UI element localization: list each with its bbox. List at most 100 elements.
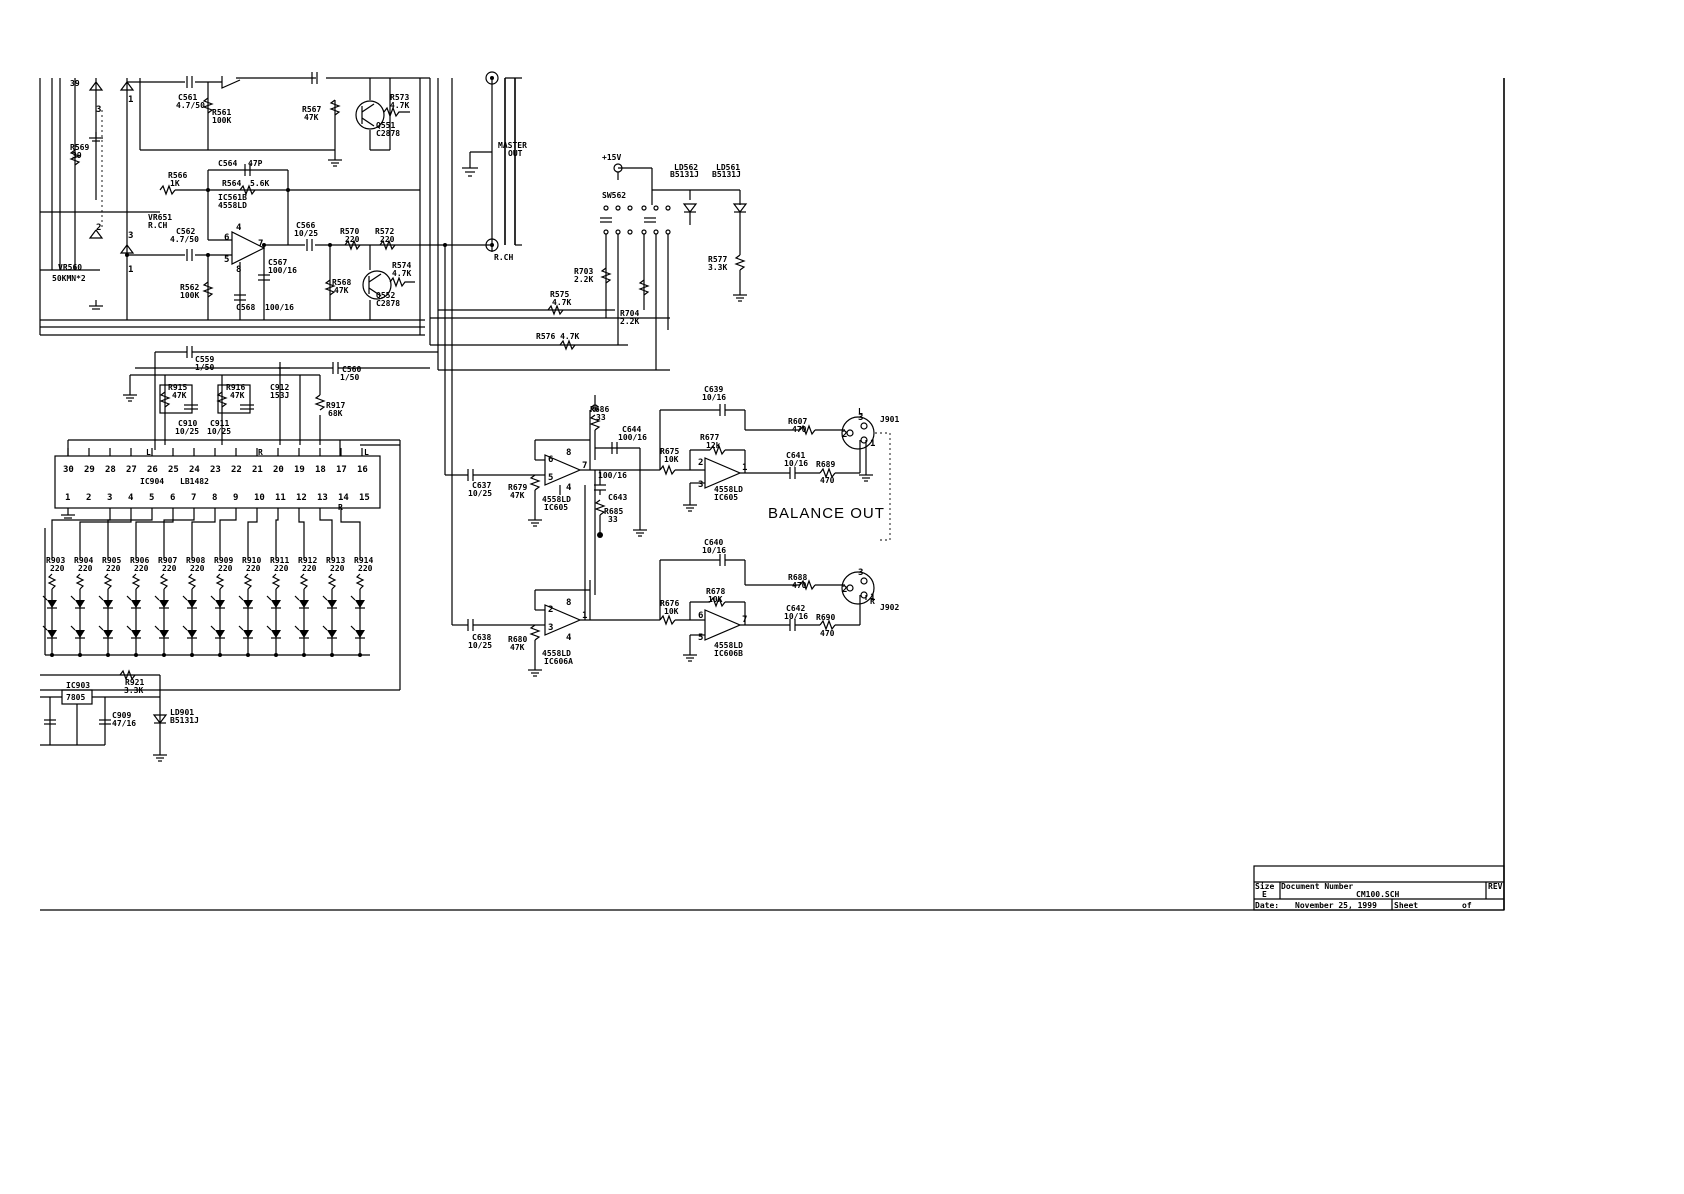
- label-r679: R679: [508, 483, 527, 492]
- ic904-top-pin: 21: [252, 465, 263, 475]
- led-resistor-value: 220: [190, 564, 205, 573]
- ic606a-pin8: 8: [566, 598, 571, 608]
- led-resistor-value: 220: [106, 564, 121, 573]
- label-r574: R574: [392, 261, 411, 270]
- j902-pin1: 1: [870, 593, 875, 603]
- label-rch-out: R.CH: [494, 253, 513, 262]
- label-r678-v: 10K: [708, 595, 723, 604]
- label-r567: R567: [302, 105, 321, 114]
- led-resistor-value: 220: [330, 564, 345, 573]
- label-c560: C560: [342, 365, 361, 374]
- led-resistor-name: R911: [270, 556, 289, 565]
- doc-number-label: Document Number: [1281, 882, 1353, 891]
- ic606a-pin4: 4: [566, 633, 572, 643]
- led-ray: [154, 595, 160, 601]
- led-ray: [266, 595, 272, 601]
- j901-pin1: 1: [870, 439, 875, 449]
- led-feed-wire: [298, 508, 305, 560]
- led-feed-wire: [275, 508, 279, 560]
- label-r562: R562: [180, 283, 199, 292]
- ic606a-opamp: [544, 604, 582, 636]
- label-r572-v: 220: [380, 235, 395, 244]
- led-ray: [70, 595, 76, 601]
- led-feed-wire: [191, 508, 216, 560]
- label-c568: C568: [236, 303, 255, 312]
- ic904-bottom-pin: 2: [86, 493, 91, 503]
- led-ray: [98, 625, 104, 631]
- ic904-bottom-pin: 14: [338, 493, 349, 503]
- led-ray: [322, 595, 328, 601]
- led-ray: [70, 625, 76, 631]
- led-diode: [159, 600, 169, 608]
- label-r561-v: 100K: [212, 116, 231, 125]
- led-feed-wire: [135, 508, 174, 560]
- label-c564-v: 47P: [248, 159, 263, 168]
- ic561b-pin8: 8: [236, 265, 241, 275]
- label-c643: C643: [608, 493, 627, 502]
- label-j902: J902: [880, 603, 899, 612]
- label-r678: R678: [706, 587, 725, 596]
- label-r679-v: 47K: [510, 491, 525, 500]
- ic904-bottom-pin: 15: [359, 493, 370, 503]
- label-c559: C559: [195, 355, 214, 364]
- label-master: MASTER: [498, 141, 527, 150]
- size-label: Size: [1255, 881, 1274, 891]
- label-r568-v: 47K: [334, 286, 349, 295]
- label-r575-v: 4.7K: [552, 298, 571, 307]
- label-r677-v: 12k: [706, 441, 721, 450]
- label-r566-v: 1K: [170, 179, 180, 188]
- ic605a-pin4: 4: [566, 483, 572, 493]
- j902-pin3: 3: [858, 568, 863, 578]
- vr-pin3a: 3: [96, 105, 101, 115]
- label-c911: C911: [210, 419, 229, 428]
- label-r689: R689: [816, 460, 835, 469]
- label-vr651-v: R.CH: [148, 221, 167, 230]
- led-resistor-value: 220: [302, 564, 317, 573]
- label-c910: C910: [178, 419, 197, 428]
- led-diode: [103, 630, 113, 638]
- label-c567-v: 100/16: [268, 266, 297, 275]
- label-r564-v: 5.6K: [250, 179, 269, 188]
- vr-pin1a: 1: [128, 95, 133, 105]
- label-c638: C638: [472, 633, 491, 642]
- led-diode: [187, 600, 197, 608]
- label-ic904-r2: R: [338, 503, 343, 512]
- led-diode: [47, 600, 57, 608]
- led-diode: [355, 630, 365, 638]
- label-c567: C567: [268, 258, 287, 267]
- ic606a-pin3: 3: [548, 623, 553, 633]
- ic606a-pin2: 2: [548, 605, 553, 615]
- led-resistor-value: 220: [50, 564, 65, 573]
- ic904-top-pin: 20: [273, 465, 284, 475]
- label-c909: C909: [112, 711, 131, 720]
- date-label: Date:: [1255, 901, 1279, 910]
- led-ray: [350, 595, 356, 601]
- label-r688: R688: [788, 573, 807, 582]
- label-r704: R704: [620, 309, 639, 318]
- led-resistor: [75, 573, 85, 590]
- led-ray: [126, 625, 132, 631]
- led-resistor-name: R907: [158, 556, 177, 565]
- label-r688-v: 470: [792, 581, 807, 590]
- led-ray: [126, 595, 132, 601]
- label-c642-v: 10/16: [784, 612, 808, 621]
- label-r685: R685: [604, 507, 623, 516]
- label-ld901: LD901: [170, 708, 194, 717]
- led-ray: [210, 625, 216, 631]
- ic606b-pin7: 7: [742, 615, 747, 625]
- led-feed-wire: [79, 508, 132, 560]
- label-c640-v: 10/16: [702, 546, 726, 555]
- label-r686: R686: [590, 405, 609, 414]
- title-block: Size E Document Number CM100.SCH REV Dat…: [1253, 865, 1505, 911]
- led-ray: [238, 625, 244, 631]
- label-c637: C637: [472, 481, 491, 490]
- led-ray: [154, 625, 160, 631]
- led-resistor: [355, 573, 365, 590]
- label-c638-v: 10/25: [468, 641, 492, 650]
- label-ld561: LD561: [716, 163, 740, 172]
- led-diode: [355, 600, 365, 608]
- label-c639-v: 10/16: [702, 393, 726, 402]
- label-c561-v: 4.7/50: [176, 101, 205, 110]
